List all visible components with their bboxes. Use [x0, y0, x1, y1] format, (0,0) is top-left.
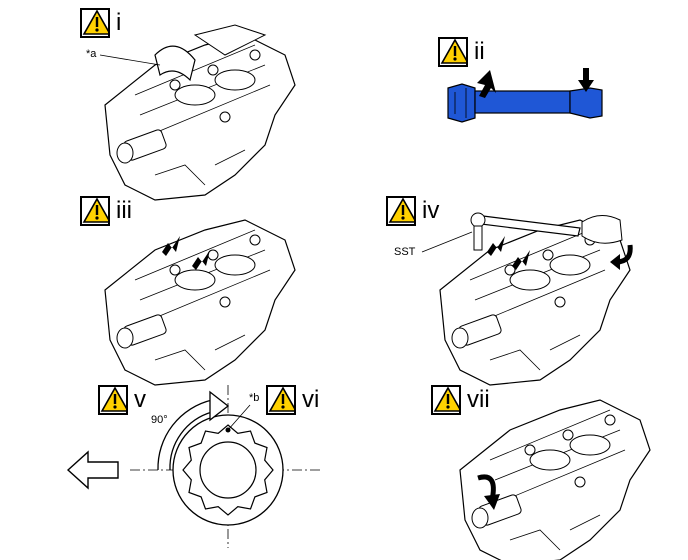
arrow-icon-right [578, 68, 594, 92]
callout-a: *a [86, 48, 97, 60]
step-iii: iii [80, 196, 132, 226]
step-label: iii [116, 197, 132, 224]
step-label: i [116, 9, 122, 36]
rotate-arrow-icon [610, 244, 633, 270]
panel-iii-engine-drawing [104, 219, 296, 386]
step-label: vii [467, 386, 490, 413]
step-label: ii [474, 38, 485, 65]
warning-icon [266, 385, 296, 415]
step-v: v [98, 385, 146, 415]
rotate-arrow-icon [477, 474, 500, 510]
step-vi: vi [266, 385, 319, 415]
callout-b: *b [249, 392, 260, 404]
warning-icon [98, 385, 128, 415]
rotation-angle-label: 90° [151, 414, 168, 426]
warning-icon [431, 385, 461, 415]
callout-sst: SST [394, 246, 416, 258]
panel-i-engine-drawing [104, 24, 296, 201]
warning-icon [80, 8, 110, 38]
step-ii: ii [438, 37, 485, 67]
step-label: iv [422, 197, 440, 224]
sst-leader [421, 231, 473, 253]
callout-a-leader [99, 54, 161, 66]
warning-icon [438, 37, 468, 67]
step-i: i [80, 8, 121, 38]
step-label: vi [302, 386, 320, 413]
step-vii: vii [431, 385, 490, 415]
arrow-icon [162, 236, 210, 270]
step-iv: iv [386, 196, 439, 226]
step-label: v [134, 386, 146, 413]
bolt-head-diagram [130, 385, 320, 548]
bolt-tool [447, 83, 603, 123]
sst-wrench [470, 212, 623, 251]
warning-icon [80, 196, 110, 226]
arrow-icon-left [477, 70, 496, 98]
hollow-arrow-icon [66, 450, 119, 490]
panel-iv-engine-drawing [439, 219, 631, 386]
arrow-icon [487, 236, 530, 270]
warning-icon [386, 196, 416, 226]
